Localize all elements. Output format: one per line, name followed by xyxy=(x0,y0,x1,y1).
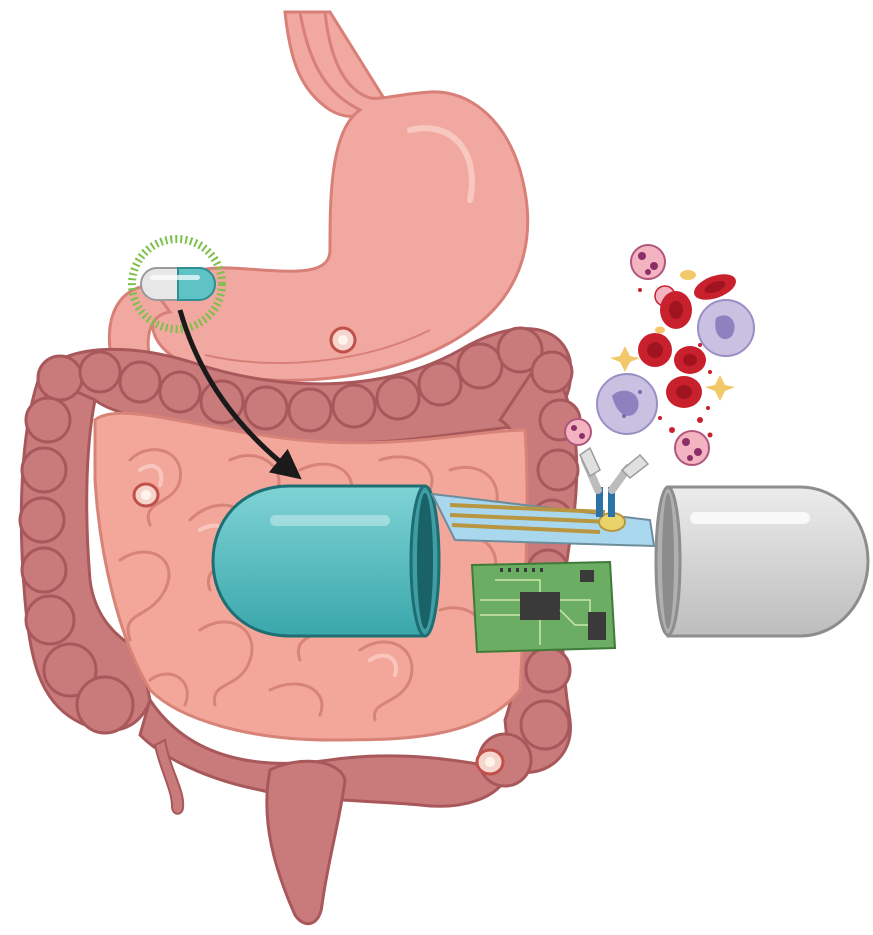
white-blood-cell xyxy=(597,374,657,434)
red-blood-cell xyxy=(674,346,706,374)
red-blood-cell xyxy=(660,291,692,329)
red-blood-cell xyxy=(691,269,740,305)
red-blood-cell xyxy=(666,376,702,408)
capsule-cap-teal xyxy=(213,486,439,636)
ingestible-capsule xyxy=(141,268,215,300)
capsule-cap-gray xyxy=(656,487,868,636)
granulocyte xyxy=(565,419,591,445)
granulocyte xyxy=(675,431,709,465)
ulcer-lesion xyxy=(477,750,503,774)
platelet xyxy=(610,346,640,372)
antibody xyxy=(580,448,648,517)
ulcer-lesion xyxy=(134,484,158,506)
platelet xyxy=(705,375,735,401)
rectum xyxy=(267,761,345,923)
platelet xyxy=(655,327,665,334)
red-blood-cell xyxy=(638,333,672,367)
platelet xyxy=(680,270,696,280)
white-blood-cell xyxy=(698,300,754,356)
ulcer-lesion xyxy=(331,328,355,352)
granulocyte xyxy=(631,245,665,279)
circuit-board xyxy=(472,562,615,652)
blood-cells xyxy=(565,245,754,465)
